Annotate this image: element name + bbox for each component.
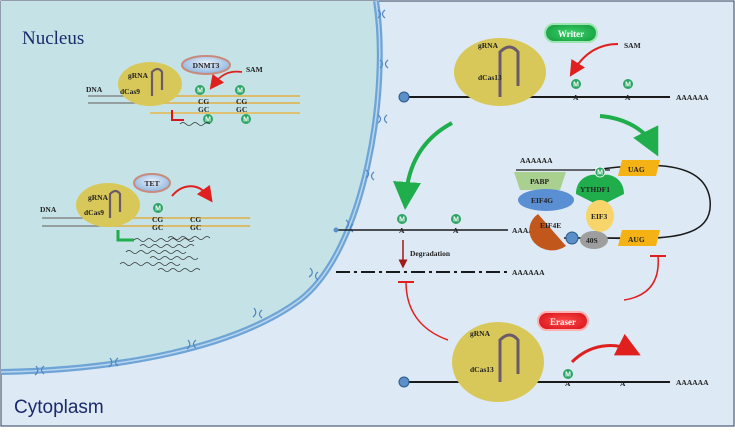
svg-text:AAAAAA: AAAAAA: [520, 156, 553, 165]
svg-text:EIF4G: EIF4G: [531, 196, 553, 205]
pabp: [514, 172, 566, 190]
tet-label: TET: [144, 179, 159, 188]
svg-text:EIF3: EIF3: [591, 212, 608, 221]
svg-text:M: M: [573, 82, 579, 89]
svg-text:CG: CG: [236, 97, 247, 106]
degradation-inhibition: [405, 281, 449, 341]
eraser-label: Eraser: [550, 317, 576, 327]
writer-label: Writer: [558, 29, 584, 39]
ythdf1: [576, 174, 624, 206]
svg-text:M: M: [597, 170, 603, 177]
repressed-promoter: [171, 110, 184, 121]
mrna-cap: [565, 231, 579, 245]
svg-text:A: A: [565, 379, 571, 388]
svg-text:AAAAAA: AAAAAA: [512, 226, 545, 235]
svg-text:M: M: [565, 372, 571, 379]
svg-text:AAAAAA: AAAAAA: [676, 378, 709, 387]
svg-text:GC: GC: [198, 105, 209, 114]
svg-text:EIF4E: EIF4E: [540, 221, 561, 230]
svg-text:M: M: [237, 88, 243, 95]
eif3: [586, 200, 614, 232]
mrna-cap: [398, 91, 410, 103]
translation-complex: AAAAAA PABP EIF4G EIF4E YTHDF1 M EIF3 40…: [514, 156, 711, 251]
translation-pathway-arrow: [599, 114, 659, 157]
svg-text:M: M: [197, 88, 203, 95]
dcas9-protein: [76, 183, 140, 227]
grna-strand: [150, 67, 164, 96]
sam-arrow: [209, 70, 243, 90]
eif4e: [529, 214, 566, 251]
translation-inhibition: [623, 255, 659, 301]
grna-label: gRNA: [128, 71, 149, 80]
decay-pathway-arrow: [393, 121, 453, 210]
svg-text:AAAAAA: AAAAAA: [512, 268, 545, 277]
sam-label: SAM: [246, 65, 263, 74]
svg-text:CG: CG: [152, 215, 163, 224]
start-codon: [618, 230, 660, 246]
svg-text:A: A: [453, 226, 459, 235]
svg-text:A: A: [573, 93, 579, 102]
degradation-label: Degradation: [410, 249, 451, 258]
svg-text:A: A: [399, 226, 405, 235]
svg-text:40S: 40S: [586, 236, 598, 245]
svg-text:dCas9: dCas9: [84, 208, 104, 217]
nucleus-label: Nucleus: [22, 28, 84, 49]
svg-text:gRNA: gRNA: [88, 193, 109, 202]
methyl-marks: M M M M: [195, 85, 251, 124]
dnmt3-complex: DNMT3 gRNA dCas9 DNA SAM M M M M CG GC C…: [86, 55, 300, 126]
demethylation-arrow: [570, 333, 641, 364]
demethylation-arrow: [171, 184, 213, 203]
ribosome-40s: [580, 231, 608, 249]
dna-label: DNA: [86, 85, 103, 94]
dnmt3-enzyme: [181, 55, 231, 75]
tet-enzyme: [133, 173, 171, 193]
svg-text:M: M: [625, 82, 631, 89]
svg-text:AAAAAA: AAAAAA: [676, 93, 709, 102]
svg-text:CG: CG: [190, 215, 201, 224]
writer-complex: AAAAAA gRNA dCas13 Writer SAM M A M A: [398, 23, 709, 106]
transcripts: [119, 236, 211, 272]
svg-text:SAM: SAM: [624, 41, 641, 50]
sam-arrow: [569, 43, 619, 77]
svg-text:gRNA: gRNA: [478, 41, 499, 50]
svg-text:CG: CG: [198, 97, 209, 106]
svg-text:A: A: [625, 93, 631, 102]
grna-strand: [498, 45, 520, 97]
svg-text:A: A: [620, 379, 626, 388]
dcas9-label: dCas9: [120, 87, 140, 96]
svg-text:M: M: [399, 217, 405, 224]
svg-text:dCas13: dCas13: [478, 73, 502, 82]
svg-text:AUG: AUG: [628, 235, 645, 244]
svg-text:M: M: [243, 117, 249, 124]
svg-text:PABP: PABP: [530, 177, 549, 186]
eraser-complex: AAAAAA gRNA dCas13 Eraser M A A: [398, 311, 709, 402]
svg-text:DNA: DNA: [40, 205, 57, 214]
eif4g: [518, 189, 574, 211]
writer-badge: [544, 23, 598, 43]
svg-text:M: M: [155, 206, 161, 213]
cytoplasm-label: Cytoplasm: [14, 397, 104, 418]
svg-text:dCas13: dCas13: [470, 365, 494, 374]
svg-text:UAG: UAG: [628, 165, 645, 174]
active-promoter: [116, 230, 134, 242]
svg-text:GC: GC: [236, 105, 247, 114]
dcas13-protein: [452, 322, 544, 402]
eraser-badge: [537, 311, 589, 331]
degradation-path: AAAAAA M A M A Degradation AAAAAA: [333, 214, 545, 277]
svg-text:GC: GC: [152, 223, 163, 232]
svg-text:YTHDF1: YTHDF1: [580, 185, 610, 194]
svg-text:M: M: [205, 117, 211, 124]
nuclear-pores: [34, 9, 389, 376]
tet-complex: TET gRNA dCas9 DNA M CG GC CG GC: [40, 173, 250, 272]
svg-text:gRNA: gRNA: [470, 329, 491, 338]
svg-text:GC: GC: [190, 223, 201, 232]
dcas9-protein: [118, 62, 182, 106]
stop-codon: [618, 160, 660, 176]
dnmt3-label: DNMT3: [193, 61, 220, 70]
svg-text:M: M: [453, 217, 459, 224]
